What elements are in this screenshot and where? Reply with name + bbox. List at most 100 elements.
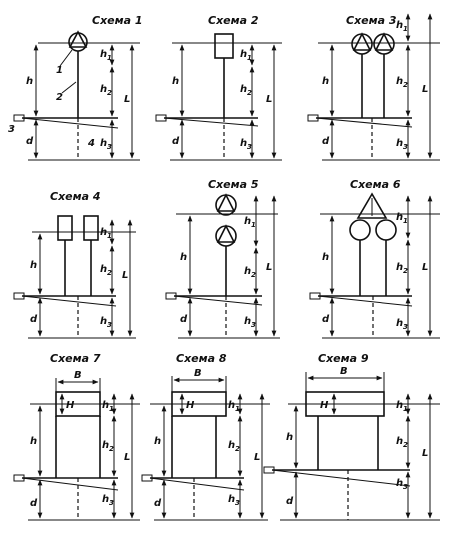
label-h3-sub: 3	[403, 323, 408, 331]
label-h2-sub: 2	[247, 89, 252, 97]
label-H: H	[320, 400, 329, 411]
label-h1-sub: 1	[403, 25, 408, 33]
label-h3: h	[102, 494, 109, 505]
hatch-symbol	[13, 292, 25, 300]
label-h2: h	[100, 264, 107, 275]
label-h2: h	[244, 266, 251, 277]
label-h2: h	[396, 436, 403, 447]
sag-line	[21, 295, 117, 307]
insulator-circle-right	[373, 33, 395, 55]
label-h: h	[286, 432, 293, 443]
scheme-5-title: Схема 5	[208, 178, 259, 191]
label-L: L	[254, 452, 260, 463]
label-h2-sub: 2	[403, 441, 408, 449]
label-B: B	[340, 366, 348, 377]
scheme-3: Схема 3 h d h 1 h 2 h 3 L	[307, 13, 440, 161]
label-h2: h	[240, 84, 247, 95]
hatch-symbol	[309, 292, 321, 300]
label-h1-sub: 1	[107, 54, 112, 62]
label-h3: h	[240, 138, 247, 149]
callout-2-leader	[61, 81, 77, 94]
label-h: h	[322, 252, 329, 263]
label-d: d	[154, 498, 162, 509]
scheme-2-title: Схема 2	[208, 14, 259, 27]
label-h1-sub: 1	[403, 217, 408, 225]
label-h: h	[154, 436, 161, 447]
sag-line	[173, 295, 263, 306]
scheme-4: Схема 4 h d h 1 h 2 h 3 L	[13, 190, 136, 339]
callout-1: 1	[56, 65, 63, 76]
label-h3-sub: 3	[107, 143, 112, 151]
label-h1-sub: 1	[107, 232, 112, 240]
label-h3: h	[396, 318, 403, 329]
label-h1: h	[244, 216, 251, 227]
label-L: L	[422, 262, 428, 273]
label-h2: h	[102, 440, 109, 451]
insulator-rect-left	[57, 215, 73, 241]
label-H: H	[186, 400, 195, 411]
label-h: h	[30, 436, 37, 447]
label-d: d	[172, 136, 180, 147]
insulator-circle	[68, 32, 88, 52]
insulator-circle-bottom	[215, 225, 237, 247]
label-d: d	[180, 314, 188, 325]
callout-4: 4	[87, 138, 95, 149]
insulator-triangle	[356, 192, 388, 219]
insulator-rect-right	[83, 215, 99, 241]
label-h3: h	[396, 478, 403, 489]
insulator-rect	[214, 33, 234, 59]
label-h3-sub: 3	[109, 499, 114, 507]
insulator-triangle-top	[216, 193, 236, 212]
label-h3: h	[100, 138, 107, 149]
scheme-9: Схема 9 B H h d h 1 h 2 h 3 L	[263, 352, 440, 521]
label-h3: h	[228, 494, 235, 505]
label-B: B	[194, 368, 202, 379]
callout-2: 2	[56, 92, 63, 103]
scheme-1-title: Схема 1	[92, 14, 143, 27]
label-h2-sub: 2	[251, 271, 256, 279]
label-h2: h	[100, 84, 107, 95]
label-h2-sub: 2	[107, 89, 112, 97]
label-h1: h	[100, 227, 107, 238]
scheme-7: Схема 7 B H h d h 1 h 2 h 3 L	[13, 352, 140, 521]
label-h1: h	[396, 400, 403, 411]
label-h2: h	[228, 440, 235, 451]
label-d: d	[26, 136, 34, 147]
label-L: L	[124, 94, 130, 105]
label-L: L	[422, 448, 428, 459]
label-h1: h	[396, 212, 403, 223]
label-L: L	[422, 84, 428, 95]
label-h: h	[322, 76, 329, 87]
label-h3-sub: 3	[403, 143, 408, 151]
sag-line	[271, 469, 411, 487]
label-L: L	[266, 94, 272, 105]
label-h: h	[180, 252, 187, 263]
label-h3: h	[100, 316, 107, 327]
scheme-3-title: Схема 3	[346, 14, 397, 27]
sag-line	[163, 117, 259, 127]
label-h3-sub: 3	[403, 483, 408, 491]
label-d: d	[30, 314, 38, 325]
scheme-9-title: Схема 9	[318, 352, 369, 365]
label-h: h	[30, 260, 37, 271]
label-h3: h	[244, 316, 251, 327]
label-h2-sub: 2	[107, 269, 112, 277]
label-h2-sub: 2	[403, 81, 408, 89]
label-h3-sub: 3	[107, 321, 112, 329]
label-h1: h	[240, 49, 247, 60]
label-h1-sub: 1	[235, 405, 240, 413]
hatch-symbol	[155, 114, 167, 122]
insulator-triangle-bottom	[216, 224, 236, 243]
sag-line	[21, 477, 119, 491]
label-L: L	[266, 262, 272, 273]
callout-1-leader	[59, 49, 73, 67]
insulator-triangle-left	[352, 32, 372, 51]
label-h2: h	[396, 262, 403, 273]
insulator-circle-top	[215, 194, 237, 216]
scheme-4-title: Схема 4	[50, 190, 101, 203]
hatch-symbol	[13, 474, 25, 482]
label-h1: h	[102, 400, 109, 411]
label-h1: h	[396, 20, 403, 31]
